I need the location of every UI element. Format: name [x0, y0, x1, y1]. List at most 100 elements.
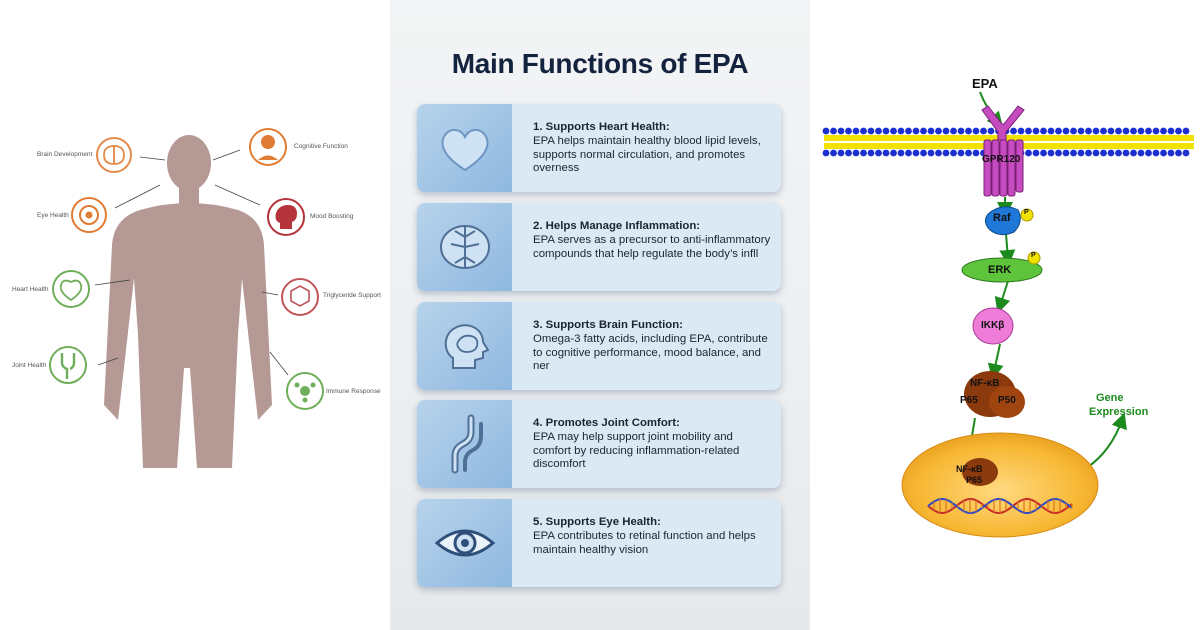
- membrane-bead: [905, 127, 912, 135]
- membrane-bead: [882, 149, 890, 157]
- membrane-bead: [1107, 149, 1115, 157]
- membrane-bead: [830, 149, 837, 157]
- human-silhouette: [104, 135, 272, 468]
- membrane-bead: [972, 127, 980, 135]
- function-card-eye: 5. Supports Eye Health: EPA contributes …: [417, 499, 781, 587]
- membrane-bead: [1085, 127, 1092, 135]
- label-eye-health: Eye Health: [37, 212, 69, 219]
- membrane-bead: [1175, 127, 1182, 135]
- label-heart-health: Heart Health: [12, 286, 49, 293]
- eye-health-icon: [71, 197, 107, 233]
- function-card-inflammation: 2. Helps Manage Inflammation: EPA serves…: [417, 203, 781, 291]
- membrane-bead: [860, 127, 867, 135]
- membrane-bead: [1167, 127, 1175, 135]
- body-map-graphic: [49, 128, 324, 468]
- nucleus: [901, 432, 1099, 538]
- membrane-bead: [1062, 127, 1070, 135]
- membrane-bead: [1025, 127, 1032, 135]
- membrane-bead: [875, 149, 882, 157]
- arrow-erk-ikk: [994, 280, 1011, 314]
- membrane-bead: [897, 149, 905, 157]
- membrane-bead: [912, 149, 920, 157]
- label-cognitive-function: Cognitive Function: [294, 143, 348, 150]
- membrane-bead: [860, 149, 867, 157]
- membrane-bead: [1055, 127, 1062, 135]
- membrane-bead: [972, 149, 980, 157]
- membrane-bead: [822, 149, 830, 157]
- membrane-bead: [1092, 149, 1100, 157]
- eye-icon: [435, 529, 495, 557]
- membrane-bead: [957, 149, 965, 157]
- p65-label: P65: [960, 395, 978, 406]
- function-card-joint: 4. Promotes Joint Comfort: EPA may help …: [417, 400, 781, 488]
- membrane-bead: [1047, 127, 1055, 135]
- membrane-bead: [1160, 149, 1167, 157]
- membrane-bead: [1040, 127, 1047, 135]
- brain-head-icon: [444, 324, 490, 369]
- membrane-bead: [920, 127, 927, 135]
- membrane-bead: [1032, 127, 1040, 135]
- epa-label: EPA: [972, 76, 998, 91]
- membrane-bead: [927, 127, 935, 135]
- membrane-bead: [965, 149, 972, 157]
- nfkb-label: NF-κB: [970, 378, 1000, 389]
- triglyceride-support-icon: [281, 278, 319, 316]
- membrane-bead: [882, 127, 890, 135]
- function-heading: 1. Supports Heart Health:: [533, 121, 670, 133]
- membrane-bead: [1077, 127, 1085, 135]
- membrane-bead: [942, 127, 950, 135]
- membrane-bead: [1122, 127, 1130, 135]
- nuclear-p65-label: P65: [966, 475, 983, 485]
- membrane-bead: [1145, 149, 1152, 157]
- heart-health-icon: [52, 270, 90, 308]
- membrane-bead: [957, 127, 965, 135]
- function-heading: 2. Helps Manage Inflammation:: [533, 220, 701, 232]
- membrane-bead: [1100, 127, 1107, 135]
- pathway-graphic: [822, 91, 1194, 538]
- membrane-bead: [935, 127, 942, 135]
- membrane-bead: [845, 149, 852, 157]
- membrane-bead: [1152, 127, 1160, 135]
- membrane-bead: [1085, 149, 1092, 157]
- label-triglyceride-support: Triglyceride Support: [323, 292, 381, 299]
- membrane-bead: [1175, 149, 1182, 157]
- raf-label: Raf: [993, 212, 1011, 224]
- functions-title: Main Functions of EPA: [451, 48, 749, 79]
- function-body: EPA may help support joint mobility and …: [533, 430, 740, 471]
- function-card-brain: 3. Supports Brain Function: Omega-3 fatt…: [417, 302, 781, 390]
- raf-protein: [984, 206, 1021, 236]
- membrane-bead: [1115, 149, 1122, 157]
- inflammation-icon: [440, 225, 490, 269]
- membrane-bead: [1092, 127, 1100, 135]
- membrane-bead: [1062, 149, 1070, 157]
- membrane-bead: [980, 127, 987, 135]
- arrow-raf-erk: [999, 233, 1016, 266]
- membrane-bead: [1040, 149, 1047, 157]
- membrane-bead: [822, 127, 830, 135]
- erk-phosphate: [1027, 251, 1041, 265]
- erk-label: ERK: [988, 264, 1012, 276]
- membrane-bead: [1017, 127, 1025, 135]
- function-body: EPA serves as a precursor to anti-inflam…: [533, 233, 771, 260]
- membrane-bead: [1107, 127, 1115, 135]
- heart-icon: [441, 129, 489, 172]
- cognitive-function-icon: [249, 128, 287, 166]
- mood-boosting-icon: [267, 198, 305, 236]
- membrane-bead: [1055, 149, 1062, 157]
- raf-phosphate-label: P: [1024, 209, 1029, 216]
- membrane-bead: [935, 149, 942, 157]
- label-brain-development: Brain Development: [37, 151, 93, 158]
- body-map-arrows: [94, 149, 289, 376]
- membrane-bead: [1070, 127, 1077, 135]
- membrane-bead: [890, 127, 897, 135]
- membrane-bead: [852, 149, 860, 157]
- nfkb-complex: [964, 371, 1025, 418]
- membrane-bead: [920, 149, 927, 157]
- body-map-panel: Brain Development Cognitive Function Eye…: [0, 0, 390, 630]
- nuclear-nfkb-label: NF-κB: [956, 464, 983, 474]
- membrane-bead: [1182, 149, 1190, 157]
- label-mood-boosting: Mood Boosting: [310, 213, 354, 220]
- membrane-bead: [987, 127, 995, 135]
- membrane-bead: [897, 127, 905, 135]
- membrane-bead: [1160, 127, 1167, 135]
